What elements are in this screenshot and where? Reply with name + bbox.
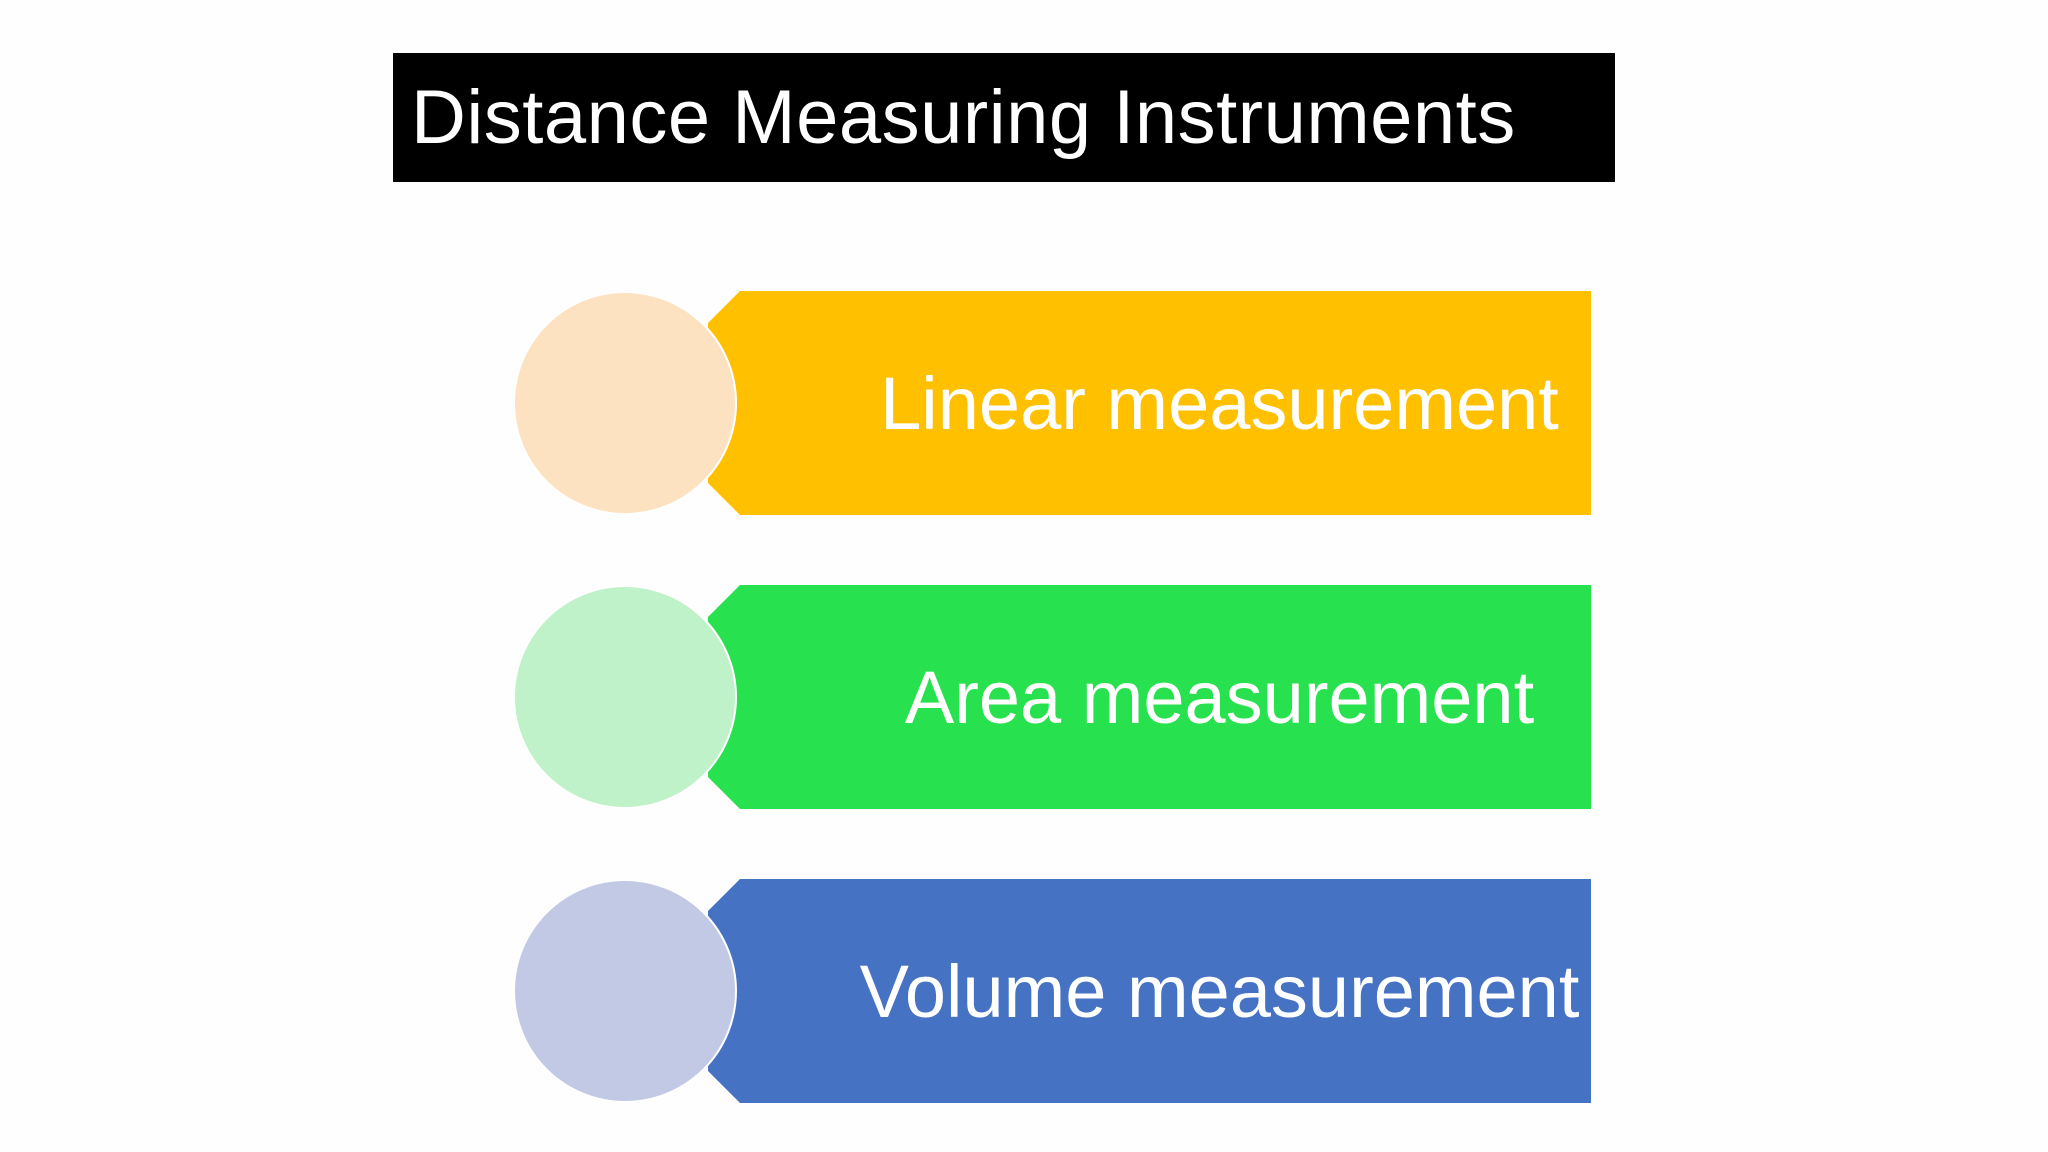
circle-marker <box>513 585 737 809</box>
circle-marker <box>513 291 737 515</box>
banner-label: Area measurement <box>904 655 1535 739</box>
list-item-volume-measurement: Volume measurement <box>513 879 1591 1103</box>
list-item-area-measurement: Area measurement <box>513 585 1591 809</box>
banner-volume-measurement: Volume measurement <box>708 879 1591 1103</box>
title-bar: Distance Measuring Instruments <box>393 53 1615 182</box>
slide-title: Distance Measuring Instruments <box>411 75 1516 160</box>
list-item-linear-measurement: Linear measurement <box>513 291 1591 515</box>
banner-area-measurement: Area measurement <box>708 585 1591 809</box>
banner-linear-measurement: Linear measurement <box>708 291 1591 515</box>
banner-label: Volume measurement <box>859 949 1580 1033</box>
banner-label: Linear measurement <box>880 361 1559 445</box>
circle-marker <box>513 879 737 1103</box>
